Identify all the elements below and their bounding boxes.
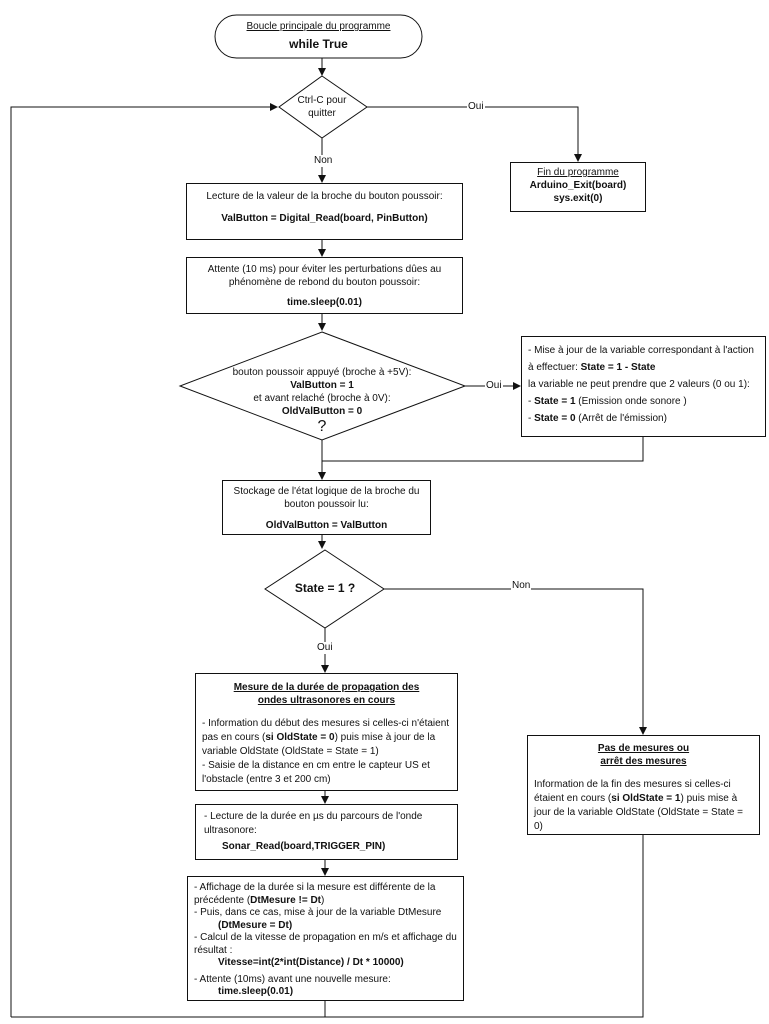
state-decision-text: State = 1 ? — [280, 580, 370, 596]
update-line5-dash: - — [528, 413, 535, 424]
display-l1-text: - Affichage de la durée si la mesure est… — [194, 882, 436, 906]
display-line3: - Calcul de la vitesse de propagation en… — [194, 932, 457, 956]
start-code: while True — [289, 37, 348, 51]
press-line2: ValButton = 1 — [290, 380, 354, 391]
measure-paragraph2: - Saisie de la distance en cm entre le c… — [202, 760, 430, 785]
no-measure-code: si OldState = 1 — [611, 793, 681, 804]
read-text: Lecture de la valeur de la broche du bou… — [206, 191, 443, 202]
display-line1: - Affichage de la durée si la mesure est… — [194, 882, 457, 907]
no-measure-title1: Pas de mesures ou — [597, 743, 690, 754]
display-line3-code: Vitesse=int(2*int(Distance) / Dt * 10000… — [218, 957, 404, 968]
state-yes-label: Oui — [316, 642, 334, 654]
update-line2-text: à effectuer: — [528, 362, 581, 373]
end-exit-call: Arduino_Exit(board) — [529, 180, 627, 191]
measure-p1-end: ) puis mise à jour de la variable OldSta… — [202, 732, 436, 757]
update-line5: - State = 0 (Arrêt de l'émission) — [528, 410, 759, 427]
update-line5-text: (Arrêt de l'émission) — [575, 413, 667, 424]
quit-yes-label: Oui — [467, 101, 485, 113]
no-measure-box: Pas de mesures ou arrêt des mesures Info… — [527, 735, 760, 835]
measure-p1-text: - Information du début des mesures si ce… — [202, 718, 450, 743]
quit-no-label: Non — [313, 155, 334, 167]
display-result-box: - Affichage de la durée si la mesure est… — [187, 876, 464, 1001]
no-measure-title2: arrêt des mesures — [600, 756, 687, 767]
update-state0-code: State = 0 — [534, 413, 576, 424]
store-text: Stockage de l'état logique de la broche … — [233, 486, 420, 510]
display-line2-code: (DtMesure = Dt) — [218, 919, 293, 931]
measure-title2: ondes ultrasonores en cours — [257, 695, 396, 706]
state-no-label: Non — [511, 580, 532, 592]
update-line4-text: (Emission onde sonore ) — [575, 396, 687, 407]
store-code: OldValButton = ValButton — [265, 520, 388, 531]
start-terminator: Boucle principale du programme while Tru… — [215, 20, 422, 52]
no-measure-text: Information de la fin des mesures si cel… — [534, 779, 731, 804]
read-button-box: Lecture de la valeur de la broche du bou… — [186, 183, 463, 240]
update-line3: la variable ne peut prendre que 2 valeur… — [528, 379, 750, 390]
sonar-text: - Lecture de la durée en µs du parcours … — [204, 811, 423, 836]
start-terminator-shape — [214, 14, 423, 59]
wait-text: Attente (10 ms) pour éviter les perturba… — [207, 264, 442, 288]
display-line4-code: time.sleep(0.01) — [218, 986, 294, 997]
measure-box: Mesure de la durée de propagation des on… — [195, 673, 458, 791]
press-line1: bouton poussoir appuyé (broche à +5V): — [232, 367, 412, 378]
update-line1: - Mise à jour de la variable corresponda… — [528, 345, 754, 356]
update-state-box: - Mise à jour de la variable corresponda… — [521, 336, 766, 437]
measure-paragraph1: - Information du début des mesures si ce… — [202, 717, 451, 759]
wait-box: Attente (10 ms) pour éviter les perturba… — [186, 257, 463, 314]
store-state-box: Stockage de l'état logique de la broche … — [222, 480, 431, 535]
end-sys-exit: sys.exit(0) — [553, 193, 603, 204]
update-state1-code: State = 1 — [534, 396, 576, 407]
press-question: ? — [317, 418, 327, 435]
sonar-code: Sonar_Read(board,TRIGGER_PIN) — [222, 841, 386, 852]
display-l1-code: DtMesure != Dt — [250, 894, 322, 906]
quit-decision-text: Ctrl-C pour quitter — [289, 94, 355, 120]
no-measure-paragraph: Information de la fin des mesures si cel… — [534, 778, 753, 834]
update-state-code: State = 1 - State — [580, 362, 656, 373]
press-decision-text: bouton poussoir appuyé (broche à +5V): V… — [210, 366, 434, 436]
press-line3: et avant relaché (broche à 0V): — [253, 393, 391, 404]
press-line4: OldValButton = 0 — [281, 406, 363, 417]
state-decision-label: State = 1 ? — [294, 581, 356, 595]
wait-code: time.sleep(0.01) — [286, 297, 363, 308]
display-line2: - Puis, dans ce cas, mise à jour de la v… — [194, 907, 442, 918]
update-line4-dash: - — [528, 396, 535, 407]
quit-decision-label: Ctrl-C pour quitter — [297, 95, 347, 119]
display-l1-end: ) — [321, 894, 325, 906]
read-code: ValButton = Digital_Read(board, PinButto… — [221, 213, 428, 224]
sonar-read-box: - Lecture de la durée en µs du parcours … — [195, 804, 458, 860]
press-yes-label: Oui — [485, 380, 503, 392]
display-line4: - Attente (10ms) avant une nouvelle mesu… — [194, 973, 391, 985]
update-line2: à effectuer: State = 1 - State — [528, 359, 759, 376]
end-program-box: Fin du programme Arduino_Exit(board) sys… — [510, 162, 646, 212]
start-title: Boucle principale du programme — [246, 21, 391, 32]
update-line4: - State = 1 (Emission onde sonore ) — [528, 393, 759, 410]
measure-p1-code: si OldState = 0 — [265, 732, 335, 743]
end-title: Fin du programme — [537, 167, 619, 178]
no-measure-end: ) puis mise à jour de la variable OldSta… — [534, 793, 744, 832]
measure-title1: Mesure de la durée de propagation des — [233, 682, 420, 693]
